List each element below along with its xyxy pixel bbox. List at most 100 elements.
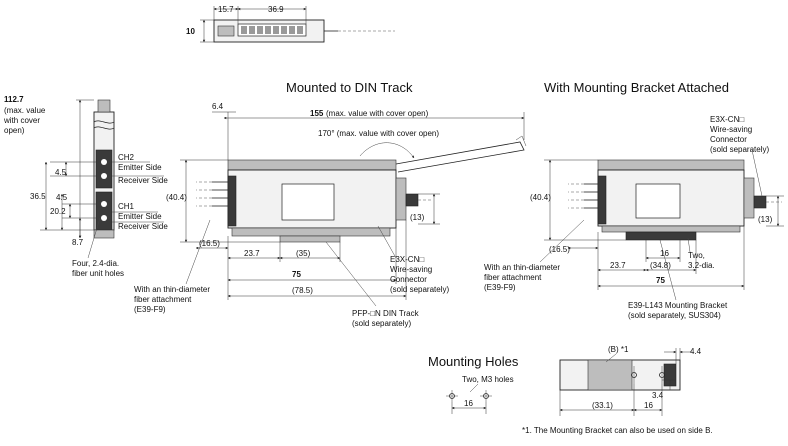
bracket-dim-40-4: (40.4) [530, 193, 551, 202]
side-view-base [93, 229, 115, 239]
label-ch1-emitter: Emitter Side [118, 212, 162, 221]
dim-112-7: 112.7 [4, 95, 24, 104]
dim-13: (13) [410, 213, 425, 222]
fiber-hole-ch1-receiver [101, 215, 107, 221]
bracket-dim-16: 16 [660, 249, 669, 258]
fiber-hole-ch2-receiver [101, 173, 107, 179]
din-fiber-note-line-2: fiber attachment [134, 295, 192, 304]
bracket-fiber-note-line-1: With an thin-diameter [484, 263, 560, 272]
dim-78-5: (78.5) [292, 286, 313, 295]
bracket-dim-13: (13) [758, 215, 773, 224]
dim-10: 10 [186, 27, 195, 36]
height-note-line-3: open) [4, 126, 25, 135]
dim-155-note: (max. value with cover open) [326, 109, 429, 118]
fiber-holes-note-line-1: Four, 2.4-dia. [72, 259, 119, 268]
din-conn-note-line-2: Wire-saving [390, 265, 432, 274]
din-connector-side [395, 177, 407, 221]
side-view-break-top [93, 120, 115, 124]
dim-20-2: 20.2 [50, 207, 66, 216]
bracket-dim-23-7: 23.7 [610, 261, 626, 270]
dim-36-5: 36.5 [30, 192, 46, 201]
mount-hole-right [480, 390, 492, 402]
bracket-display-window [635, 183, 681, 219]
title-mounting-holes: Mounting Holes [428, 354, 519, 369]
din-display-window [281, 183, 335, 221]
bracket-fiber-block [597, 175, 607, 225]
holes-dim-33-1: (33.1) [592, 401, 613, 410]
side-view-fiber-block-ch2 [95, 149, 113, 189]
dim-6-4: 6.4 [212, 102, 224, 111]
din-conn-note-line-3: Connector [390, 275, 427, 284]
fiber-hole-ch2-emitter [101, 159, 107, 165]
din-e3x-connector [405, 193, 419, 207]
mounting-holes: Mounting Holes Two, M3 holes 16 (B) *1 4 [428, 345, 713, 435]
dim-8-7: 8.7 [72, 238, 84, 247]
top-view: 15.7 36.9 10 [186, 5, 395, 43]
fiber-hole-ch1-emitter [101, 201, 107, 207]
side-view-fiber-block-ch1 [95, 191, 113, 231]
din-cover [227, 159, 397, 171]
label-ch1-receiver: Receiver Side [118, 222, 168, 231]
height-note-line-1: (max. value [4, 106, 46, 115]
bracket-plate [625, 231, 697, 241]
din-track-note-line-1: PFP-□N DIN Track [352, 309, 420, 318]
mount-hole-left [446, 390, 458, 402]
bracket-connector-side [743, 177, 755, 219]
bracket-conn-note-line-3: Connector [710, 135, 747, 144]
title-mounting-bracket: With Mounting Bracket Attached [544, 80, 729, 95]
bracket-conn-note-line-2: Wire-saving [710, 125, 752, 134]
title-din-track: Mounted to DIN Track [286, 80, 413, 95]
din-track-view: Mounted to DIN Track 170° (max. value wi… [134, 80, 527, 328]
label-ch1: CH1 [118, 202, 135, 211]
din-cover-open [395, 141, 525, 173]
fiber-holes-note-line-2: fiber unit holes [72, 269, 124, 278]
din-fiber-note-line-1: With an thin-diameter [134, 285, 210, 294]
bracket-dim-34-8: (34.8) [650, 261, 671, 270]
din-conn-note-line-4: (sold separately) [390, 285, 449, 294]
label-ch2-emitter: Emitter Side [118, 163, 162, 172]
din-base [231, 227, 391, 237]
bracket-e3x-connector [753, 195, 767, 209]
side-view: 112.7 (max. value with cover open) 4.5 3… [3, 95, 168, 278]
din-track-note-line-2: (sold separately) [352, 319, 411, 328]
din-conn-note-line-1: E3X-CN□ [390, 255, 424, 264]
holes-dim-16: 16 [464, 399, 473, 408]
bracket-conn-note-line-4: (sold separately) [710, 145, 769, 154]
label-ch2-receiver: Receiver Side [118, 176, 168, 185]
holes-m3-label: Two, M3 holes [462, 375, 514, 384]
din-fiber-note-line-3: (E39-F9) [134, 305, 166, 314]
dim-16-5: (16.5) [199, 239, 220, 248]
bracket-note-line-1: E39-L143 Mounting Bracket [628, 301, 728, 310]
din-angle-label: 170° (max. value with cover open) [318, 129, 439, 138]
dim-36-9: 36.9 [268, 5, 284, 14]
top-view-display-segments [241, 26, 303, 34]
din-fiber-block [227, 175, 237, 227]
holes-b-note: (B) *1 [608, 345, 629, 354]
bracket-note-line-2: (sold separately, SUS304) [628, 311, 721, 320]
dim-75: 75 [292, 270, 301, 279]
bracket-dim-16-5: (16.5) [549, 245, 570, 254]
height-note-line-2: with cover [3, 116, 40, 125]
bracket-base [601, 225, 741, 233]
bracket-plan-side-b [587, 359, 633, 391]
dim-35: (35) [296, 249, 311, 258]
bracket-dim-75: 75 [656, 276, 665, 285]
dim-4-5-upper: 4.5 [55, 168, 67, 177]
dim-23-7: 23.7 [244, 249, 260, 258]
bracket-fiber-note-line-2: fiber attachment [484, 273, 542, 282]
bracket-fiber-note-line-3: (E39-F9) [484, 283, 516, 292]
holes-dim-4-4: 4.4 [690, 347, 702, 356]
bracket-two-holes-line-2: 3.2-dia. [688, 261, 715, 270]
dim-40-4: (40.4) [166, 193, 187, 202]
dim-15-7: 15.7 [218, 5, 234, 14]
din-track [279, 235, 341, 243]
holes-dim-3-4: 3.4 [652, 391, 664, 400]
holes-footnote: *1. The Mounting Bracket can also be use… [522, 426, 713, 435]
bracket-conn-note-line-1: E3X-CN□ [710, 115, 744, 124]
label-ch2: CH2 [118, 153, 135, 162]
dim-155: 155 [310, 109, 324, 118]
din-angle-arc [359, 142, 415, 159]
bracket-view: With Mounting Bracket Attached E3X-CN□ W… [484, 80, 784, 320]
bracket-cover [597, 159, 745, 171]
